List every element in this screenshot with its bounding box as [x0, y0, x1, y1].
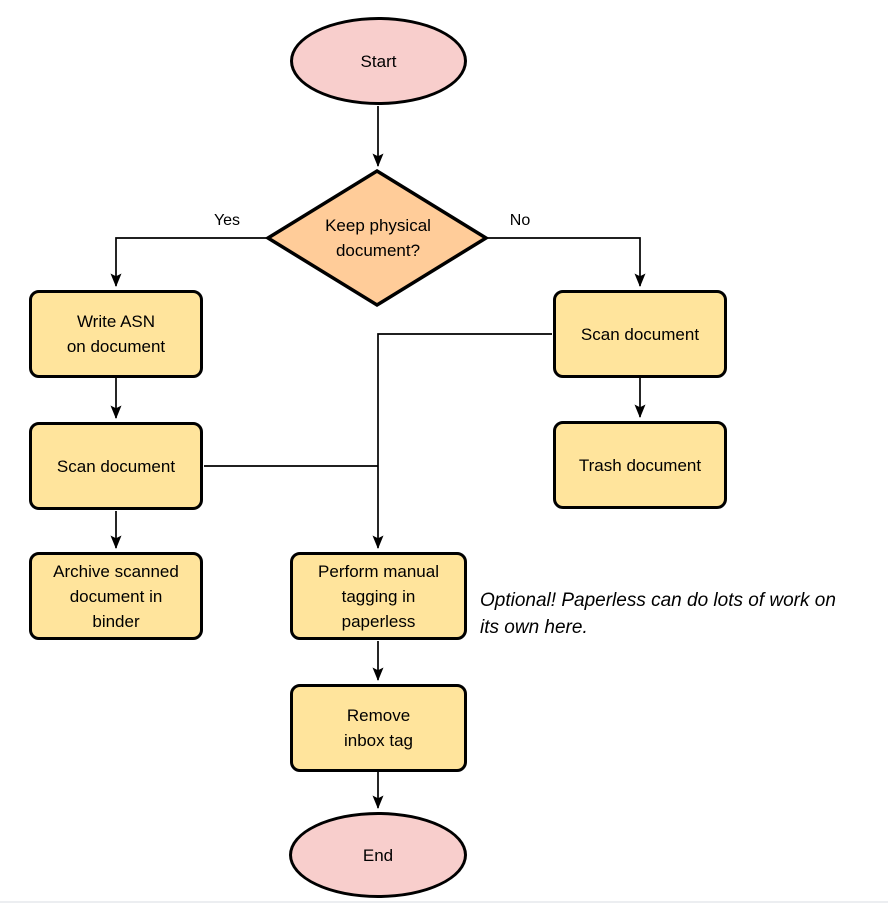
end-node-label: End [362, 845, 394, 865]
remove-inbox-tag-label: Remove inbox tag [344, 706, 413, 750]
archive-node: Archive scanned document in binder [29, 552, 203, 640]
trash-document-node: Trash document [553, 421, 727, 509]
archive-node-label: Archive scanned document in binder [53, 561, 179, 631]
scan-document-right-node: Scan document [553, 290, 727, 378]
decision-node-label: Keep physical document? [325, 216, 431, 260]
edge-label-yes: Yes [213, 212, 241, 229]
edge-scan-right-to-tagging [372, 333, 552, 549]
decision-diamond-shape [264, 168, 490, 308]
edge-label-no: No [509, 212, 531, 229]
edge-decision-yes-to-write-asn [110, 237, 267, 287]
page-bottom-divider [0, 901, 888, 903]
remove-inbox-tag-node: Remove inbox tag [290, 684, 467, 772]
write-asn-node: Write ASN on document [29, 290, 203, 378]
start-node-label: Start [360, 51, 397, 71]
write-asn-node-label: Write ASN on document [66, 312, 166, 356]
scan-document-right-label: Scan document [580, 324, 700, 344]
manual-tagging-node: Perform manual tagging in paperless [290, 552, 467, 640]
optional-annotation: Optional! Paperless can do lots of work … [480, 590, 836, 638]
start-node: Start [290, 17, 467, 105]
scan-document-left-node: Scan document [29, 422, 203, 510]
manual-tagging-label: Perform manual tagging in paperless [318, 561, 439, 631]
edge-decision-no-to-scan-right [486, 237, 646, 287]
trash-document-label: Trash document [578, 455, 702, 475]
end-node: End [289, 812, 467, 898]
scan-document-left-label: Scan document [56, 456, 176, 476]
decision-node: Keep physical document? [277, 206, 479, 270]
